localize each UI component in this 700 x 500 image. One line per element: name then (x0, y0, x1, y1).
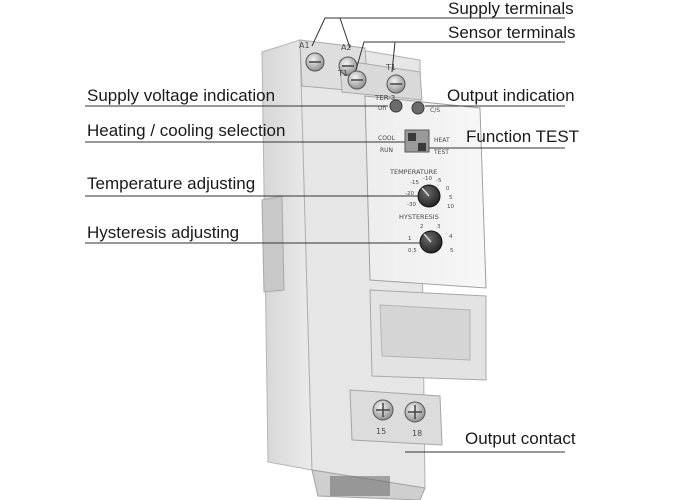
switch-label-cool: COOL (378, 135, 396, 142)
hysteresis-tick: 1 (408, 236, 412, 242)
hysteresis-tick: 5 (450, 248, 454, 254)
hysteresis-tick: 4 (449, 234, 453, 240)
callout-supply-voltage-indication: Supply voltage indication (87, 86, 275, 105)
switch-label-run: RUN (380, 147, 393, 154)
temperature-tick: -5 (436, 178, 442, 184)
leader-supply-terminals (311, 17, 565, 47)
leader-sensor-terminals (355, 41, 565, 71)
callout-heating-cooling-selection: Heating / cooling selection (87, 121, 285, 140)
led-supply-voltage (389, 99, 403, 113)
function-switch-slider (408, 133, 416, 141)
led-output (411, 101, 425, 115)
temperature-tick: -20 (405, 191, 414, 197)
callout-labels: Supply terminals Sensor terminals Supply… (87, 0, 579, 448)
terminal-label-t1-left: T1 (337, 69, 348, 78)
terminal-label-15: 15 (376, 427, 386, 436)
temperature-label: TEMPERATURE (389, 168, 437, 176)
function-switch-slider-2 (418, 143, 426, 151)
hysteresis-tick: 0.5 (408, 248, 417, 254)
hysteresis-tick: 2 (420, 224, 424, 230)
terminal-label-18: 18 (412, 429, 422, 438)
terminal-label-a2: A2 (341, 43, 352, 52)
leader-supply-terminals-2 (339, 17, 351, 49)
hysteresis-scale: 0.5 1 2 3 4 5 (408, 224, 454, 254)
lower-terminal-block (349, 389, 443, 446)
led-supply-voltage-label: Un (378, 105, 386, 112)
callout-output-indication: Output indication (447, 86, 575, 105)
device-base-dark (330, 476, 390, 496)
hysteresis-tick: 3 (437, 224, 441, 230)
terminal-label-a1: A1 (299, 41, 310, 50)
din-rail-clip (261, 195, 285, 293)
temperature-tick: 5 (449, 195, 453, 201)
temperature-tick: 0 (446, 186, 450, 192)
leader-lines (85, 17, 565, 453)
callout-function-test: Function TEST (466, 127, 579, 146)
switch-label-heat: HEAT (434, 137, 450, 144)
model-label: TER-3 (374, 94, 395, 102)
switch-label-test: TEST (433, 149, 449, 156)
temperature-tick: -15 (410, 180, 419, 186)
callout-hysteresis-adjusting: Hysteresis adjusting (87, 223, 239, 242)
leader-sensor-terminals-2 (391, 41, 396, 73)
terminal-label-t1-right: T1 (385, 63, 396, 72)
temperature-scale: -30 -20 -15 -10 -5 0 5 10 (405, 176, 454, 210)
relay-housing-recess (379, 304, 471, 361)
callout-supply-terminals: Supply terminals (448, 0, 574, 18)
led-output-label: C/S (430, 107, 440, 114)
callout-output-contact: Output contact (465, 429, 576, 448)
temperature-tick: -10 (423, 176, 432, 182)
relay-device: A1 A2 T1 T1 TER-3 Un C/S COOL RUN HEAT T… (261, 39, 487, 500)
temperature-tick: -30 (407, 202, 416, 208)
callout-temperature-adjusting: Temperature adjusting (87, 174, 255, 193)
callout-sensor-terminals: Sensor terminals (448, 23, 576, 42)
hysteresis-label: HYSTERESIS (399, 213, 439, 221)
temperature-tick: 10 (447, 204, 454, 210)
